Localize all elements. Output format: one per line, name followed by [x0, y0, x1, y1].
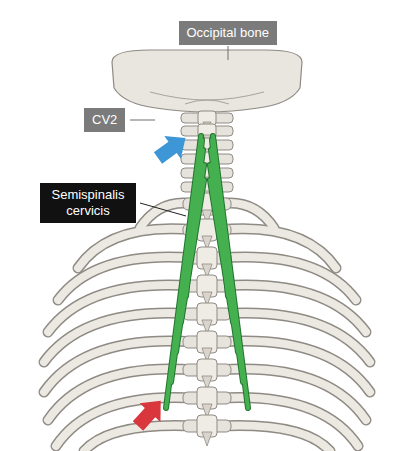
foramen-edge [185, 100, 229, 104]
structure-label: Occipital bone [179, 21, 277, 45]
vertebra-label: CV2 [84, 108, 125, 132]
occipital-bone [112, 50, 302, 112]
thoracic-vertebra [183, 415, 231, 446]
label-text: Occipital bone [187, 25, 269, 41]
semispinalis-muscle [166, 136, 248, 408]
label-text: CV2 [92, 112, 117, 128]
muscle-label: Semispinalis cervicis [40, 183, 136, 223]
leader-lines [130, 46, 228, 216]
vertebral-column [181, 111, 233, 446]
leader-line [228, 46, 229, 60]
leader-line [140, 203, 186, 216]
label-text: Semispinalis cervicis [48, 187, 128, 219]
blue-arrow [150, 127, 194, 170]
thoracic-vertebra [183, 359, 231, 390]
ribs [44, 203, 370, 451]
thoracic-vertebra [183, 331, 231, 362]
red-arrow [128, 391, 172, 435]
leader-line [130, 120, 155, 121]
thoracic-vertebra [183, 387, 231, 418]
nuchal-line [150, 92, 264, 100]
thoracic-vertebra [183, 303, 231, 334]
